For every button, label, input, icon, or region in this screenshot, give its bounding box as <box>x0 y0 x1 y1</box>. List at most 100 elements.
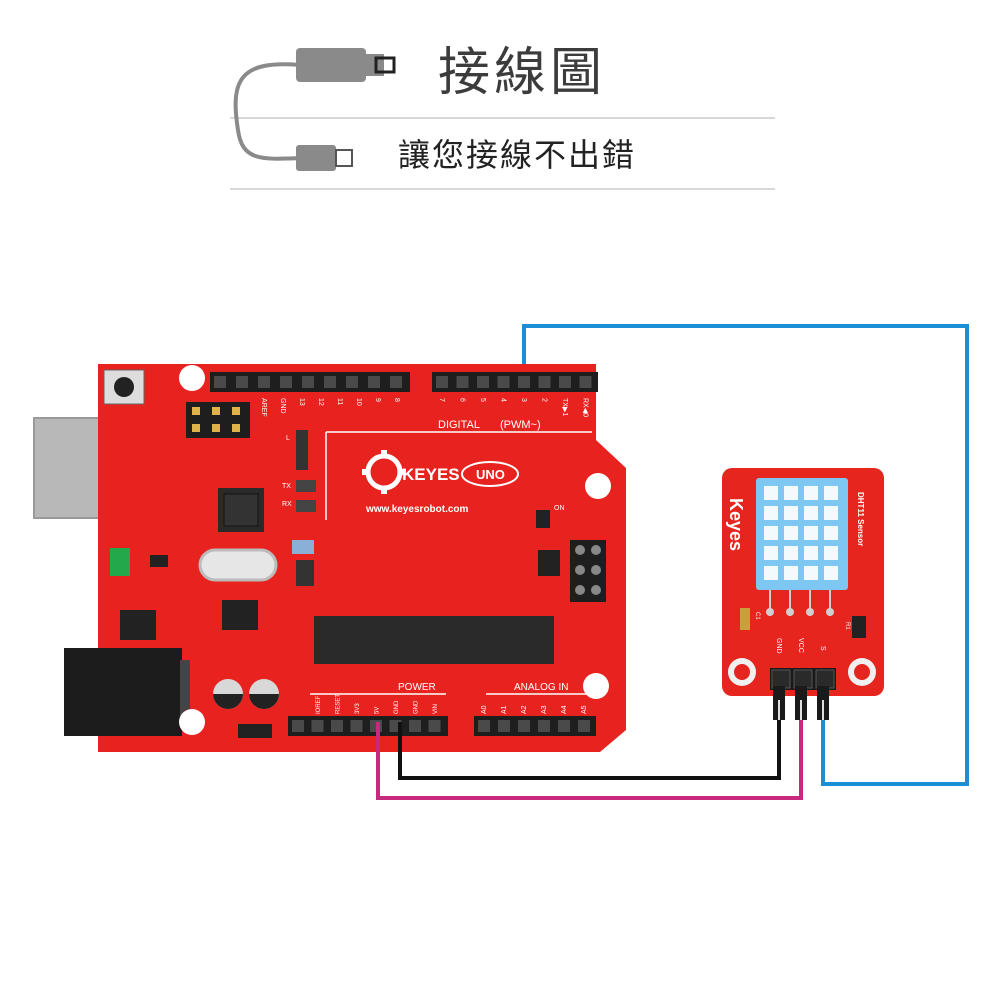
pin-label: IOREF <box>316 695 322 714</box>
pin-label: 9 <box>374 398 381 402</box>
sensor-grid-cell <box>784 526 798 540</box>
pin-label: A5 <box>581 705 588 714</box>
sensor-brand: Keyes <box>726 498 746 551</box>
header-pin <box>497 376 510 388</box>
power-jack <box>64 648 182 736</box>
sensor-grid-cell <box>784 486 798 500</box>
crystal <box>198 548 278 582</box>
pin-label: 4 <box>500 398 507 402</box>
header-pin <box>311 720 324 732</box>
header-pin <box>214 376 226 388</box>
header-pin <box>518 720 530 732</box>
pin-label: GND <box>394 700 400 714</box>
dht11-module: Keyes DHT11 Sensor C1 R1 GND VCC S <box>722 468 884 696</box>
sensor-grid-cell <box>824 486 838 500</box>
pin-label: 13 <box>298 398 305 406</box>
rx-label: RX <box>282 501 292 508</box>
header-pin <box>436 376 448 388</box>
header-pin <box>390 376 402 388</box>
pin-label: A4 <box>561 705 568 714</box>
header-pin <box>538 720 550 732</box>
header-pin <box>538 376 551 388</box>
sensor-name: DHT11 Sensor <box>856 492 865 546</box>
power-wire <box>376 686 803 800</box>
pin-label: 5 <box>479 398 486 402</box>
pin-label: 12 <box>317 398 324 406</box>
sensor-grid-cell <box>824 506 838 520</box>
arduino-board: KEYES UNO www.keyesrobot.com DIGITAL (PW… <box>33 364 626 752</box>
page-subtitle: 讓您接線不出錯 <box>398 136 637 174</box>
on-label: ON <box>554 505 565 512</box>
pin-label: 7 <box>438 398 445 402</box>
header-pin <box>346 376 358 388</box>
pin-label: A1 <box>501 705 508 714</box>
board-url: www.keyesrobot.com <box>365 504 469 515</box>
sensor-grid-cell <box>804 486 818 500</box>
sensor-grid-cell <box>764 486 778 500</box>
board-brand: KEYES <box>402 465 460 484</box>
header-pin <box>324 376 336 388</box>
header-pin <box>236 376 248 388</box>
header-pin <box>292 720 304 732</box>
pin-label: AREF <box>260 398 267 417</box>
header-pin <box>558 720 570 732</box>
header-pin <box>409 720 421 732</box>
sensor-pin-s: S <box>819 646 826 651</box>
pwm-label: (PWM~) <box>500 419 541 431</box>
header-pin <box>302 376 314 388</box>
header-pin <box>280 376 292 388</box>
header-pin <box>477 376 489 388</box>
tx-label: TX <box>282 483 291 490</box>
header-pin <box>579 376 592 388</box>
main-chip <box>314 616 554 664</box>
analog-label: ANALOG IN <box>514 682 568 693</box>
sensor-grid-cell <box>764 526 778 540</box>
sensor-grid-cell <box>824 526 838 540</box>
header-pin <box>350 720 363 732</box>
pin-label: A0 <box>481 705 488 714</box>
header-pin <box>498 720 510 732</box>
signal-wire <box>522 324 969 786</box>
sensor-grid-cell <box>784 546 798 560</box>
header-pin <box>478 720 490 732</box>
pin-label: 8 <box>393 398 400 402</box>
pin-label: 5V <box>375 707 381 714</box>
page-title: 接線圖 <box>438 43 607 103</box>
pin-label: 11 <box>336 398 343 405</box>
sensor-grid-cell <box>764 566 778 580</box>
pin-label: 2 <box>541 398 548 402</box>
sensor-grid-cell <box>804 546 818 560</box>
pin-label: 3 <box>520 398 527 402</box>
sensor-grid-cell <box>784 566 798 580</box>
sensor-pin-vcc: VCC <box>797 638 804 653</box>
sensor-grid-cell <box>804 506 818 520</box>
keyes-logo-icon <box>362 450 406 494</box>
header-pin <box>331 720 343 732</box>
sensor-grid-cell <box>764 546 778 560</box>
header-pin <box>368 376 380 388</box>
header-pin <box>578 720 590 732</box>
ground-wire <box>398 686 781 780</box>
header-pin <box>258 376 270 388</box>
sensor-grid-cell <box>824 566 838 580</box>
sensor-r1-label: R1 <box>844 622 850 630</box>
pin-label: 10 <box>355 398 362 406</box>
pin-label: 6 <box>459 398 466 402</box>
sensor-grid-cell <box>784 506 798 520</box>
usb-cable-icon <box>230 48 775 190</box>
pin-label: GND <box>414 700 420 714</box>
sensor-c1-label: C1 <box>754 612 760 620</box>
power-header <box>288 716 448 736</box>
l-label: L <box>286 435 290 442</box>
pin-label: RX◀0 <box>582 398 589 417</box>
pin-label: TX▶1 <box>561 398 568 416</box>
digital-label: DIGITAL <box>438 419 480 431</box>
board-model: UNO <box>476 467 505 482</box>
header: 接線圖 讓您接線不出錯 <box>0 0 1000 200</box>
pin-label: GND <box>279 398 286 414</box>
sensor-grid-cell <box>824 546 838 560</box>
header-pin <box>456 376 469 388</box>
header-pin <box>518 376 530 388</box>
header-pin <box>428 720 441 732</box>
analog-header <box>474 716 596 736</box>
